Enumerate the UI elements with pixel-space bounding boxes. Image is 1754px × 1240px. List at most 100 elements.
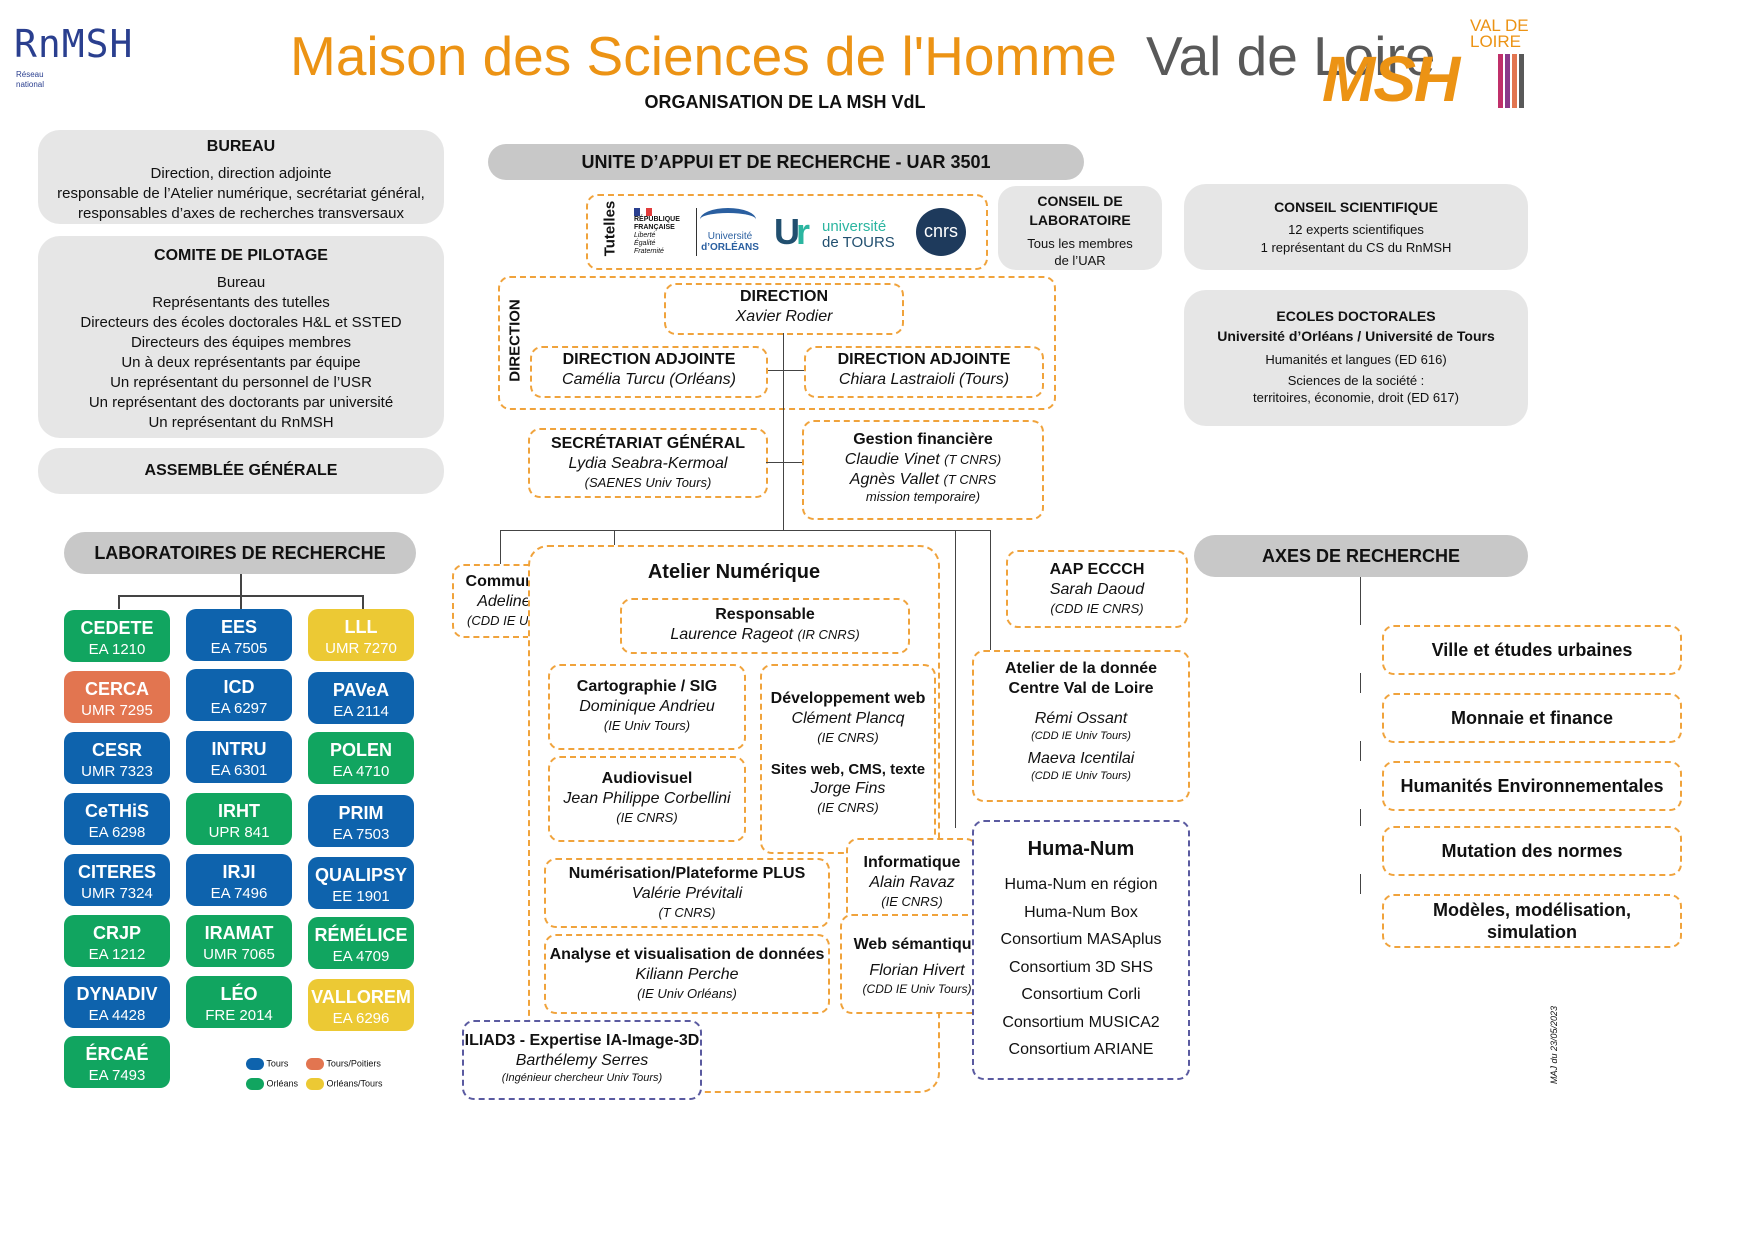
- comite-line: Un représentant des doctorants par unive…: [88, 394, 394, 411]
- legend-item: Orléans: [246, 1078, 298, 1090]
- lab-code: EA 2114: [333, 703, 389, 720]
- comite-line: Représentants des tutelles: [152, 294, 330, 311]
- iliad-box: ILIAD3 - Expertise IA-Image-3D Barthélem…: [462, 1020, 702, 1100]
- humanum-item: Consortium MUSICA2: [1002, 1013, 1160, 1031]
- bureau-line: responsables d’axes de recherches transv…: [77, 205, 404, 222]
- humanum-item: Consortium ARIANE: [1008, 1041, 1154, 1058]
- lab-name: PAVeA: [332, 680, 390, 700]
- legend-item: Orléans/Tours: [306, 1078, 383, 1090]
- lab-name: VALLOREM: [311, 987, 411, 1007]
- atelier-donnee-box: Atelier de la donnée Centre Val de Loire…: [972, 650, 1190, 802]
- lab-name: QUALIPSY: [314, 865, 407, 885]
- humanum-item: Huma-Num en région: [1004, 876, 1158, 893]
- rnmsh-logo: RnMSH Réseau national: [14, 22, 132, 92]
- republique-logo: RÉPUBLIQUE FRANÇAISE Liberté Égalité Fra…: [634, 208, 694, 256]
- informatique-box: Informatique Alain Ravaz (IE CNRS): [846, 838, 978, 928]
- devweb-box: Développement web Clément Plancq (IE CNR…: [760, 664, 936, 854]
- legend-swatch: [246, 1058, 264, 1070]
- ecoles-box: ECOLES DOCTORALES Université d’Orléans /…: [1184, 290, 1528, 426]
- lab-code: EA 1210: [88, 641, 146, 658]
- lab-code: EA 4428: [88, 1007, 146, 1024]
- rnmsh-logo-sub1: Réseau: [16, 70, 44, 79]
- lab-name: IRJI: [222, 862, 256, 882]
- axe-item: Humanités Environnementales: [1382, 761, 1682, 811]
- axe-item: Modèles, modélisation,simulation: [1382, 894, 1682, 948]
- adj2-box: DIRECTION ADJOINTE Chiara Lastraioli (To…: [804, 346, 1044, 398]
- lab-tile: PAVeA EA 2114: [308, 672, 414, 724]
- lab-name: INTRU: [211, 739, 267, 759]
- lab-code: EA 1212: [88, 946, 146, 963]
- lab-name: ICD: [223, 677, 255, 697]
- audiovisuel-box: Audiovisuel Jean Philippe Corbellini (IE…: [548, 756, 746, 842]
- msh-logo-bars: [1498, 54, 1528, 108]
- lab-tile: LÉO FRE 2014: [186, 976, 292, 1028]
- lab-code: EA 7505: [210, 640, 268, 657]
- axe-item: Mutation des normes: [1382, 826, 1682, 876]
- unite-title: UNITE D’APPUI ET DE RECHERCHE - UAR 3501: [488, 144, 1084, 180]
- legend-label: Orléans: [266, 1078, 299, 1089]
- humanum-item: Huma-Num Box: [1024, 903, 1138, 921]
- websem-box: Web sémantique Florian Hivert (CDD IE Un…: [840, 914, 994, 1014]
- comite-line: Directeurs des équipes membres: [130, 334, 352, 351]
- analyse-box: Analyse et visualisation de données Kili…: [544, 934, 830, 1014]
- adj1-box: DIRECTION ADJOINTE Camélia Turcu (Orléan…: [530, 346, 768, 398]
- labs-title: LABORATOIRES DE RECHERCHE: [64, 532, 416, 574]
- lab-name: CeTHiS: [84, 801, 149, 821]
- legend-swatch: [306, 1078, 324, 1090]
- orleans-logo: Université d’ORLÉANS: [700, 208, 760, 258]
- lab-code: UMR 7065: [203, 946, 275, 963]
- lab-name: LÉO: [220, 984, 258, 1004]
- lab-name: POLEN: [329, 740, 392, 760]
- numerisation-box: Numérisation/Plateforme PLUS Valérie Pré…: [544, 858, 830, 928]
- humanum-item: Consortium Corli: [1021, 986, 1141, 1003]
- lab-code: EA 6298: [88, 824, 146, 841]
- lab-code: FRE 2014: [205, 1007, 273, 1024]
- lab-code: EA 7496: [210, 885, 268, 902]
- lab-code: UMR 7324: [81, 885, 153, 902]
- carto-box: Cartographie / SIG Dominique Andrieu (IE…: [548, 664, 746, 750]
- lab-tile: VALLOREM EA 6296: [308, 979, 414, 1031]
- axe-item: Ville et études urbaines: [1382, 625, 1682, 675]
- legend-item: Tours: [246, 1058, 288, 1070]
- lab-tile: CeTHiS EA 6298: [64, 793, 170, 845]
- rnmsh-logo-text: RnMSH: [14, 22, 134, 66]
- lab-name: CITERES: [77, 862, 156, 882]
- conseil-labo-box: CONSEIL DE LABORATOIRE Tous les membres …: [998, 186, 1162, 270]
- page-subtitle: ORGANISATION DE LA MSH VdL: [644, 92, 926, 112]
- page-title: Maison des Sciences de l'Homme Val de Lo…: [290, 24, 1435, 88]
- msh-logo-main: MSH: [1322, 43, 1460, 115]
- msh-logo-top1: VAL DE: [1470, 16, 1529, 35]
- lab-name: PRIM: [338, 803, 384, 823]
- comite-line: Directeurs des écoles doctorales H&L et …: [80, 314, 402, 331]
- msh-logo: VAL DE LOIRE MSH: [1320, 14, 1530, 115]
- lab-name: ÉRCAÉ: [85, 1044, 149, 1064]
- lab-name: CRJP: [92, 923, 141, 943]
- legend-swatch: [306, 1058, 324, 1070]
- lab-code: EA 7493: [88, 1067, 146, 1084]
- legend-label: Tours: [266, 1058, 289, 1069]
- lab-code: EA 4709: [332, 948, 390, 965]
- title-grey: Val de Loire: [1145, 25, 1436, 87]
- bureau-line: responsable de l’Atelier numérique, secr…: [57, 185, 425, 202]
- lab-name: IRAMAT: [204, 923, 274, 943]
- humanum-item: Consortium 3D SHS: [1008, 958, 1154, 976]
- comite-box: COMITE DE PILOTAGE Bureau Représentants …: [38, 236, 444, 438]
- lab-tile: CITERES UMR 7324: [64, 854, 170, 906]
- legend-label: Orléans/Tours: [326, 1078, 383, 1089]
- lab-tile: IRAMAT UMR 7065: [186, 915, 292, 967]
- lab-code: UMR 7323: [81, 763, 153, 780]
- lab-name: CESR: [91, 740, 142, 760]
- secretariat-box: SECRÉTARIAT GÉNÉRAL Lydia Seabra-Kermoal…: [528, 428, 768, 498]
- lab-code: EA 6296: [332, 1010, 390, 1027]
- lab-tile: CESR UMR 7323: [64, 732, 170, 784]
